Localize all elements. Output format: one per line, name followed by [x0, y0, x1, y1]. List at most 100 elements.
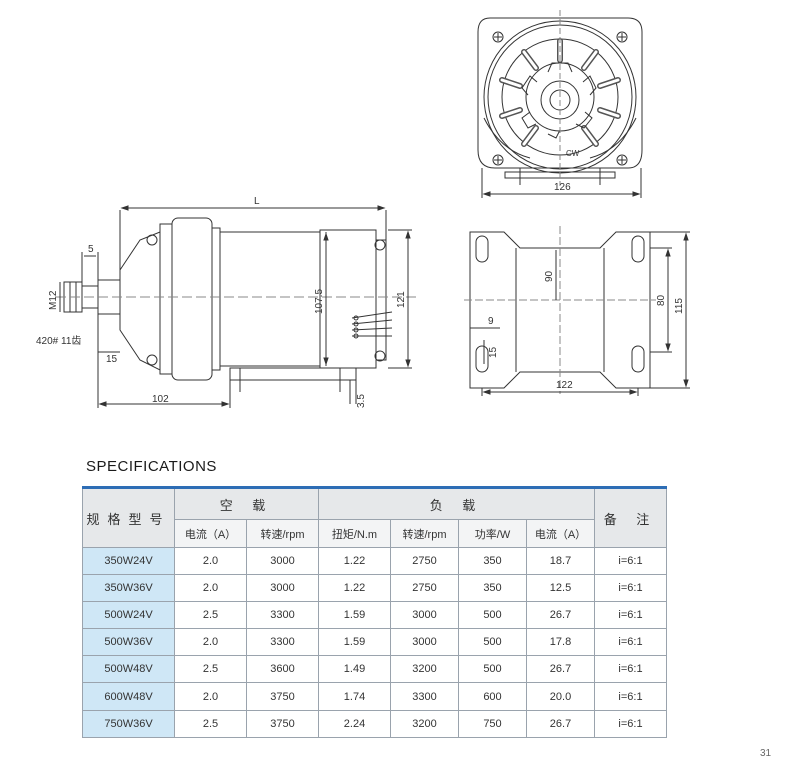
dim-m12: M12	[48, 290, 59, 310]
cell-l-speed: 2750	[390, 546, 459, 576]
dim-5: 5	[88, 244, 94, 255]
technical-drawings: L 5 M12 420# 11齿 15 102 107.5 121 3.5 12…	[36, 10, 690, 408]
cell-torque: 2.24	[318, 709, 391, 738]
cell-note: i=6:1	[594, 628, 667, 657]
header-model: 规格型号	[82, 486, 175, 548]
cell-l-current: 20.0	[526, 682, 595, 711]
cell-l-speed: 3300	[390, 682, 459, 711]
cell-l-speed: 3200	[390, 655, 459, 684]
header-l-speed: 转速/rpm	[390, 519, 459, 548]
cell-nl-speed: 3000	[246, 574, 319, 603]
header-l-current: 电流（A）	[526, 519, 595, 548]
table-header-group-row: 规格型号 空 载 负 载 备 注	[82, 486, 667, 548]
dim-sprocket: 420# 11齿	[36, 335, 81, 347]
cell-model: 350W24V	[82, 546, 175, 576]
cell-nl-current: 2.0	[174, 628, 247, 657]
dim-90: 90	[544, 270, 555, 282]
cell-torque: 1.74	[318, 682, 391, 711]
cell-model: 500W48V	[82, 655, 175, 684]
cell-note: i=6:1	[594, 574, 667, 603]
dim-3-5: 3.5	[356, 394, 367, 408]
cell-note: i=6:1	[594, 601, 667, 630]
header-power: 功率/W	[458, 519, 527, 548]
cell-power: 350	[458, 574, 527, 603]
header-load: 负 载	[318, 486, 595, 520]
specifications-table: 规格型号 空 载 负 载 备 注 电流（A） 转速/rpm 扭矩/N.m 转速/…	[82, 486, 667, 738]
specifications-title: SPECIFICATIONS	[86, 458, 217, 475]
cell-l-speed: 3000	[390, 628, 459, 657]
cell-l-speed: 2750	[390, 574, 459, 603]
cell-l-current: 26.7	[526, 655, 595, 684]
dim-L: L	[254, 196, 260, 207]
cell-nl-speed: 3600	[246, 655, 319, 684]
cell-nl-current: 2.5	[174, 655, 247, 684]
cell-l-current: 17.8	[526, 628, 595, 657]
cell-power: 350	[458, 546, 527, 576]
cell-nl-speed: 3750	[246, 682, 319, 711]
dim-122: 122	[556, 380, 573, 391]
cell-torque: 1.49	[318, 655, 391, 684]
page-number: 31	[760, 748, 772, 759]
table-header-sub-row: 电流（A） 转速/rpm 扭矩/N.m 转速/rpm 功率/W 电流（A）	[83, 519, 667, 548]
cell-power: 500	[458, 628, 527, 657]
cell-torque: 1.59	[318, 628, 391, 657]
cell-nl-current: 2.0	[174, 574, 247, 603]
cell-l-speed: 3200	[390, 709, 459, 738]
cell-power: 500	[458, 601, 527, 630]
front-view-drawing	[477, 10, 643, 198]
cell-note: i=6:1	[594, 655, 667, 684]
dim-115: 115	[674, 298, 685, 314]
cell-model: 750W36V	[82, 709, 175, 738]
cell-l-current: 26.7	[526, 601, 595, 630]
cell-l-current: 12.5	[526, 574, 595, 603]
cell-note: i=6:1	[594, 682, 667, 711]
dim-15: 15	[106, 354, 118, 365]
dim-15b: 15	[488, 346, 499, 358]
cell-nl-current: 2.5	[174, 709, 247, 738]
cell-nl-current: 2.5	[174, 601, 247, 630]
dim-126: 126	[554, 182, 571, 193]
cell-nl-current: 2.0	[174, 682, 247, 711]
cell-l-current: 26.7	[526, 709, 595, 738]
header-nl-current: 电流（A）	[174, 519, 247, 548]
header-nl-speed: 转速/rpm	[246, 519, 319, 548]
cell-power: 750	[458, 709, 527, 738]
cell-nl-speed: 3300	[246, 628, 319, 657]
cell-power: 600	[458, 682, 527, 711]
dim-102: 102	[152, 394, 169, 405]
cell-nl-speed: 3750	[246, 709, 319, 738]
cell-note: i=6:1	[594, 709, 667, 738]
header-torque: 扭矩/N.m	[318, 519, 391, 548]
mount-view-drawing	[464, 226, 690, 396]
dim-9: 9	[488, 316, 494, 327]
cell-model: 600W48V	[82, 682, 175, 711]
cell-model: 500W36V	[82, 628, 175, 657]
cell-torque: 1.22	[318, 574, 391, 603]
cell-model: 350W36V	[82, 574, 175, 603]
cell-nl-current: 2.0	[174, 546, 247, 576]
dim-121: 121	[396, 291, 407, 308]
cell-note: i=6:1	[594, 546, 667, 576]
cell-nl-speed: 3300	[246, 601, 319, 630]
label-cw: CW	[566, 149, 580, 158]
dim-107-5: 107.5	[314, 289, 325, 314]
cell-power: 500	[458, 655, 527, 684]
header-note: 备 注	[594, 486, 667, 548]
cell-model: 500W24V	[82, 601, 175, 630]
cell-torque: 1.22	[318, 546, 391, 576]
dim-80: 80	[656, 294, 667, 306]
cell-nl-speed: 3000	[246, 546, 319, 576]
cell-l-current: 18.7	[526, 546, 595, 576]
cell-l-speed: 3000	[390, 601, 459, 630]
header-no-load: 空 载	[174, 486, 319, 520]
cell-torque: 1.59	[318, 601, 391, 630]
side-view-drawing	[56, 205, 420, 408]
